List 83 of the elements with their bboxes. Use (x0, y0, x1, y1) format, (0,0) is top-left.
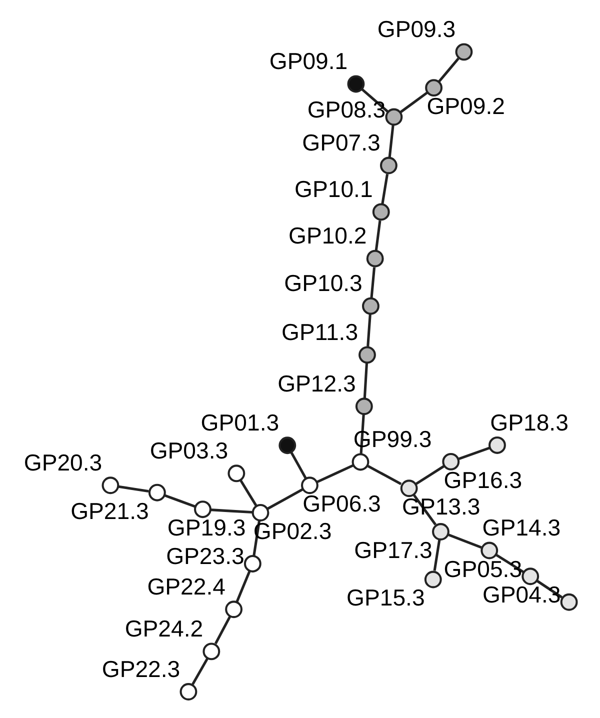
node-label: GP23.3 (166, 543, 244, 570)
node-circle (194, 500, 212, 518)
node-circle (432, 523, 450, 540)
node-circle (385, 108, 403, 126)
node-circle (488, 436, 506, 454)
node-circle (366, 250, 384, 268)
connector (118, 485, 149, 493)
node-circle (244, 555, 262, 572)
connector (236, 570, 251, 602)
node-label: GP12.3 (278, 370, 356, 396)
connector (414, 465, 445, 486)
node-circle (301, 476, 318, 494)
node-circle (560, 593, 578, 611)
node-label: GP10.2 (288, 222, 367, 249)
node-label: GP15.3 (346, 584, 425, 611)
node-circle (380, 156, 398, 174)
node-label: GP18.3 (490, 409, 568, 436)
node-circle (355, 398, 373, 416)
node-label: GP05.3 (444, 556, 522, 582)
node-label: GP09.1 (269, 48, 348, 74)
connector (458, 446, 490, 460)
node-label: GP17.3 (354, 536, 432, 563)
node-circle (362, 297, 380, 315)
connector (316, 464, 354, 484)
node-circle (102, 476, 120, 494)
node-label: GP06.3 (302, 490, 381, 517)
node-circle (180, 683, 198, 700)
connector (210, 508, 252, 514)
node-circle (278, 436, 296, 454)
connector (290, 452, 307, 479)
connector (399, 92, 428, 114)
connector (370, 267, 376, 298)
node-circle (358, 346, 376, 364)
node-circle (252, 504, 270, 522)
node-label: GP19.3 (167, 514, 246, 541)
connector (496, 554, 525, 574)
node-circle (372, 203, 390, 221)
node-label: GP10.1 (294, 176, 373, 202)
node-label: GP24.2 (124, 616, 204, 642)
node-label: GP16.3 (444, 466, 522, 493)
node-label: GP08.3 (307, 96, 386, 123)
node-label: GP03.3 (150, 438, 228, 464)
node-label: GP07.3 (302, 130, 380, 156)
connector (367, 464, 402, 486)
connector (374, 220, 382, 251)
node-circle (425, 79, 443, 97)
node-circle (352, 453, 370, 471)
connector (448, 533, 482, 549)
connector (361, 88, 389, 113)
connector (433, 540, 441, 571)
node-label: GP20.3 (24, 449, 102, 476)
node-label: GP21.3 (70, 498, 149, 524)
connector (381, 174, 389, 204)
node-circle (202, 642, 220, 660)
connector (388, 124, 394, 158)
node-label: GP09.2 (426, 92, 505, 119)
node-label: GP10.3 (284, 270, 362, 296)
connector (164, 494, 196, 508)
node-circle (347, 75, 365, 93)
node-label: GP09.3 (377, 16, 456, 42)
node-label: GP14.3 (482, 514, 561, 541)
node-label: GP04.3 (482, 582, 561, 608)
connector (192, 658, 209, 685)
node-circle (522, 568, 540, 586)
node-circle (424, 570, 442, 588)
node-label: GP22.4 (147, 573, 226, 600)
connector (363, 362, 368, 398)
connector (366, 314, 372, 347)
node-circle (480, 542, 498, 560)
node-label: GP22.3 (102, 656, 180, 682)
node-circle (442, 453, 460, 470)
node-circle (455, 43, 473, 61)
node-circle (225, 600, 242, 618)
node-label: GP01.3 (200, 409, 280, 436)
node-circle (400, 480, 418, 498)
connector (438, 58, 460, 82)
connector (240, 480, 258, 506)
node-circle (228, 464, 246, 482)
node-label: GP11.3 (282, 319, 358, 346)
connector (536, 580, 563, 598)
node-circle (148, 484, 166, 502)
connector (214, 616, 232, 644)
connector (266, 488, 304, 510)
